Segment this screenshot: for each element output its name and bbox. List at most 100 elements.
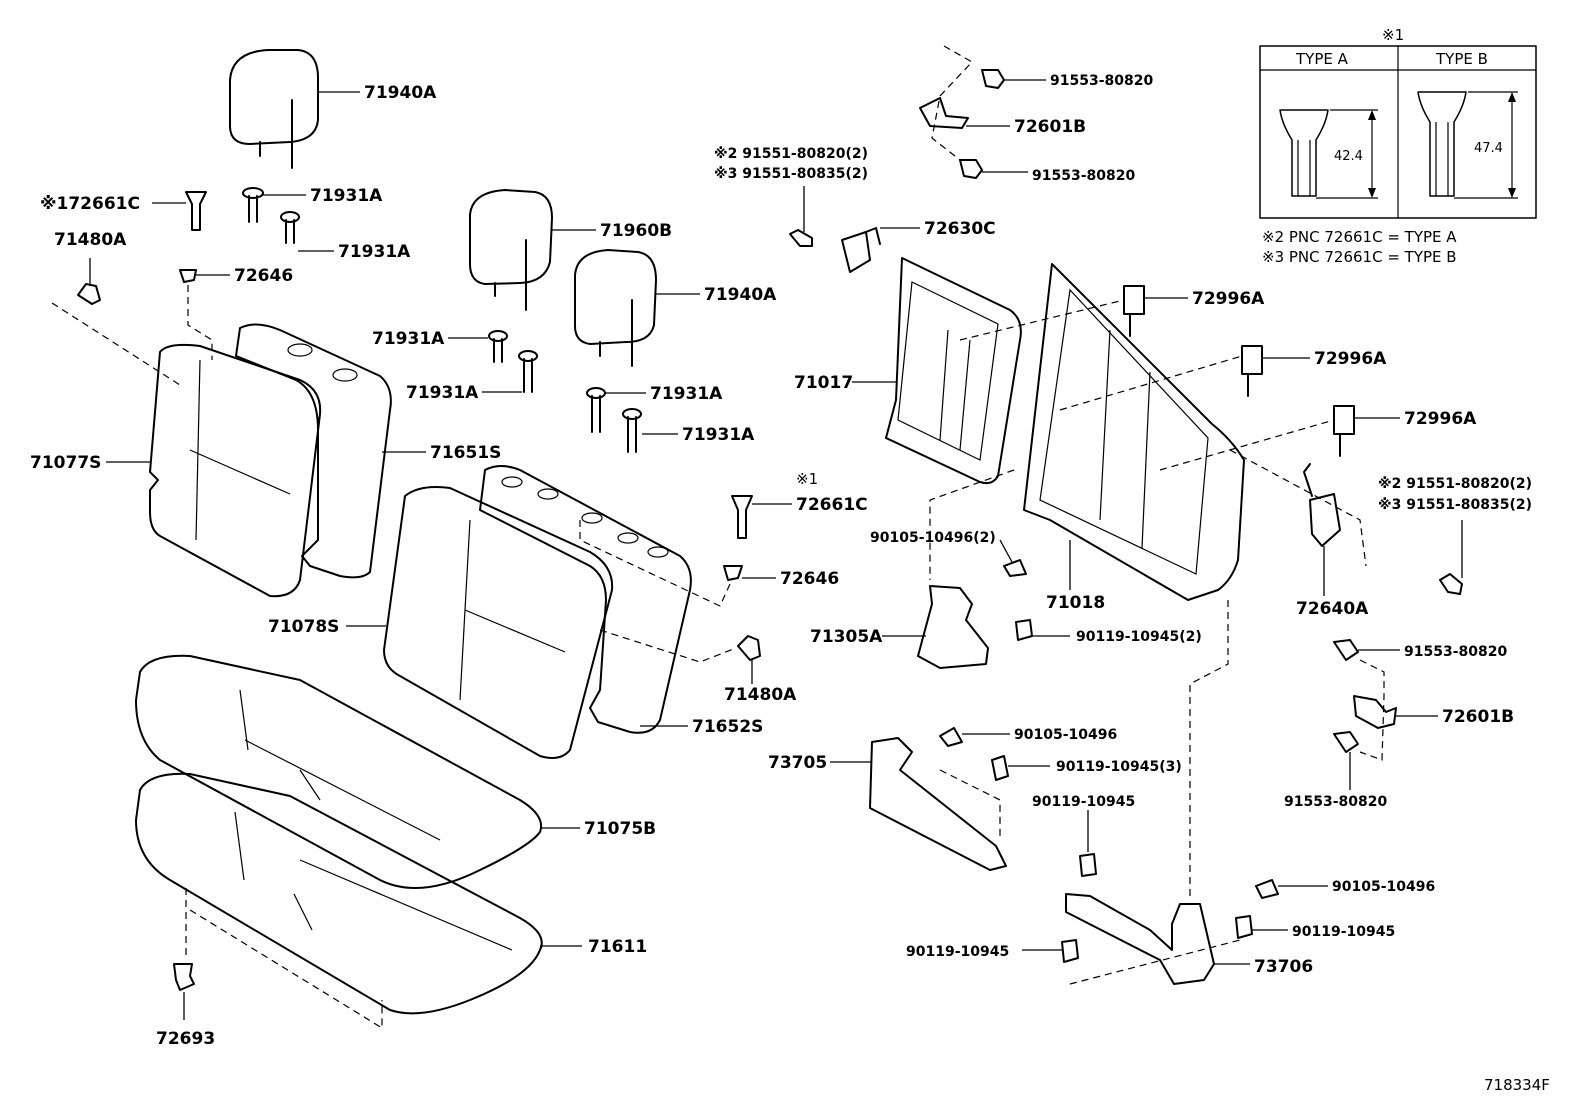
label-90119-b: 90119-10945 [1292,924,1395,940]
label-71940a-right: 71940A [704,285,777,305]
headrest-71940a-right [574,249,657,367]
label-73705: 73705 [768,753,827,773]
bracket-73705 [869,737,1007,871]
label-72661c-left: ※172661C [40,194,140,214]
type-a-support-shape [1279,109,1329,197]
label-90105-b: 90105-10496 [1332,879,1435,895]
label-90105-2x: 90105-10496(2) [870,530,996,546]
label-91553-top1: 91553-80820 [1050,73,1153,89]
hinge-72640a [1303,463,1341,547]
headrest-71960b [469,189,553,311]
dash-top-bracket [931,45,973,161]
bolt-91553-r2 [1333,731,1359,753]
seatback-71651s [235,323,392,579]
label-72996a-2: 72996A [1314,349,1387,369]
bolt-91551-right [1439,573,1463,595]
label-71075b: 71075B [584,819,656,839]
bracket-72601b-right [1353,695,1397,729]
guide-71931a-2 [280,211,300,244]
clip-72693 [173,963,195,991]
label-72601b-right: 72601B [1442,707,1514,727]
label-mark1-mid: ※1 [796,470,818,488]
latch-72996a-3 [1333,405,1355,457]
seatback-71078s [383,486,614,759]
diagram-code: 718334F [1484,1076,1550,1094]
bolt-90119-b [1235,915,1253,939]
label-71940a-left: 71940A [364,83,437,103]
bolt-90105-2x [1003,559,1027,577]
label-90119-3x: 90119-10945(3) [1056,759,1182,775]
label-71931a-1: 71931A [310,186,383,206]
bolt-91551-left [789,229,813,247]
headrest-71940a-left [229,49,319,169]
dash-latch-1 [959,299,1125,341]
bolt-90119-c [1061,939,1079,963]
label-91553-top2: 91553-80820 [1032,168,1135,184]
bolt-90105-a [939,727,963,747]
label-71480a-1: 71480A [54,230,127,250]
label-90119-a: 90119-10945 [1032,794,1135,810]
label-71611: 71611 [588,937,647,957]
bolt-90119-a [1079,853,1097,877]
support-72661c-1 [185,191,207,231]
label-73706: 73706 [1254,957,1313,977]
latch-72996a-1 [1123,285,1145,337]
type-b-support-shape [1417,91,1467,197]
guide-71931a-1 [242,187,264,223]
label-71931a-2: 71931A [338,242,411,262]
dash-73706 [1189,600,1229,900]
type-a-heading: TYPE A [1295,50,1349,68]
label-72661c-mid: 72661C [796,495,868,515]
cap-71480a-2 [737,635,761,661]
type-comparison-box: ※1 TYPE A TYPE B 42.4 [1259,26,1537,266]
dash-latch-3 [1159,419,1335,471]
guide-71931a-5 [586,387,606,433]
type-a-dim-value: 42.4 [1334,149,1363,164]
bracket-73706 [1065,893,1215,985]
label-91553-r1: 91553-80820 [1404,644,1507,660]
dash-73706-b [1069,939,1241,985]
dash-right-bracket [1359,659,1385,761]
type-b-heading: TYPE B [1435,50,1488,68]
type-b-note: ※3 PNC 72661C = TYPE B [1262,248,1457,266]
label-71960b: 71960B [600,221,672,241]
label-72693: 72693 [156,1029,215,1049]
label-91553-r2: 91553-80820 [1284,794,1387,810]
label-71305a: 71305A [810,627,883,647]
bracket-71305a [917,585,989,669]
cushion-71075b [135,654,542,889]
frame-71017 [885,257,1022,485]
leader-lines [89,79,1463,1020]
seatback-71652s [479,465,692,734]
bolt-91553-r1 [1333,639,1359,661]
label-71652s: 71652S [692,717,763,737]
label-90105-a: 90105-10496 [1014,727,1117,743]
label-72996a-1: 72996A [1192,289,1265,309]
bolt-90119-3x [991,755,1009,781]
label-note3-left: ※3 91551-80835(2) [714,166,868,182]
label-90119-c: 90119-10945 [906,944,1009,960]
label-71480a-2: 71480A [724,685,797,705]
clip-72646-2 [723,565,743,581]
bolt-91553-top1 [981,69,1005,89]
cap-71480a-1 [77,283,101,305]
guide-71931a-4 [518,350,538,393]
label-72996a-3: 72996A [1404,409,1477,429]
label-90119-2x: 90119-10945(2) [1076,629,1202,645]
label-71931a-6: 71931A [682,425,755,445]
frame-71018 [1023,263,1245,601]
dash-latch-2 [1059,355,1243,411]
label-71931a-5: 71931A [650,384,723,404]
dash-71305a [929,469,1015,580]
type-b-dimension [1454,91,1518,199]
label-note2-left: ※2 91551-80820(2) [714,146,868,162]
dash-mid-1 [579,520,731,607]
bolt-90119-2x [1015,619,1033,641]
bolt-91553-top2 [959,159,983,179]
dash-cushion-2 [189,909,383,1030]
latch-72996a-2 [1241,345,1263,397]
label-note2-right: ※2 91551-80820(2) [1378,476,1532,492]
type-a-dimension [1316,109,1378,199]
cushion-71611 [135,772,543,1015]
label-note3-right: ※3 91551-80835(2) [1378,497,1532,513]
